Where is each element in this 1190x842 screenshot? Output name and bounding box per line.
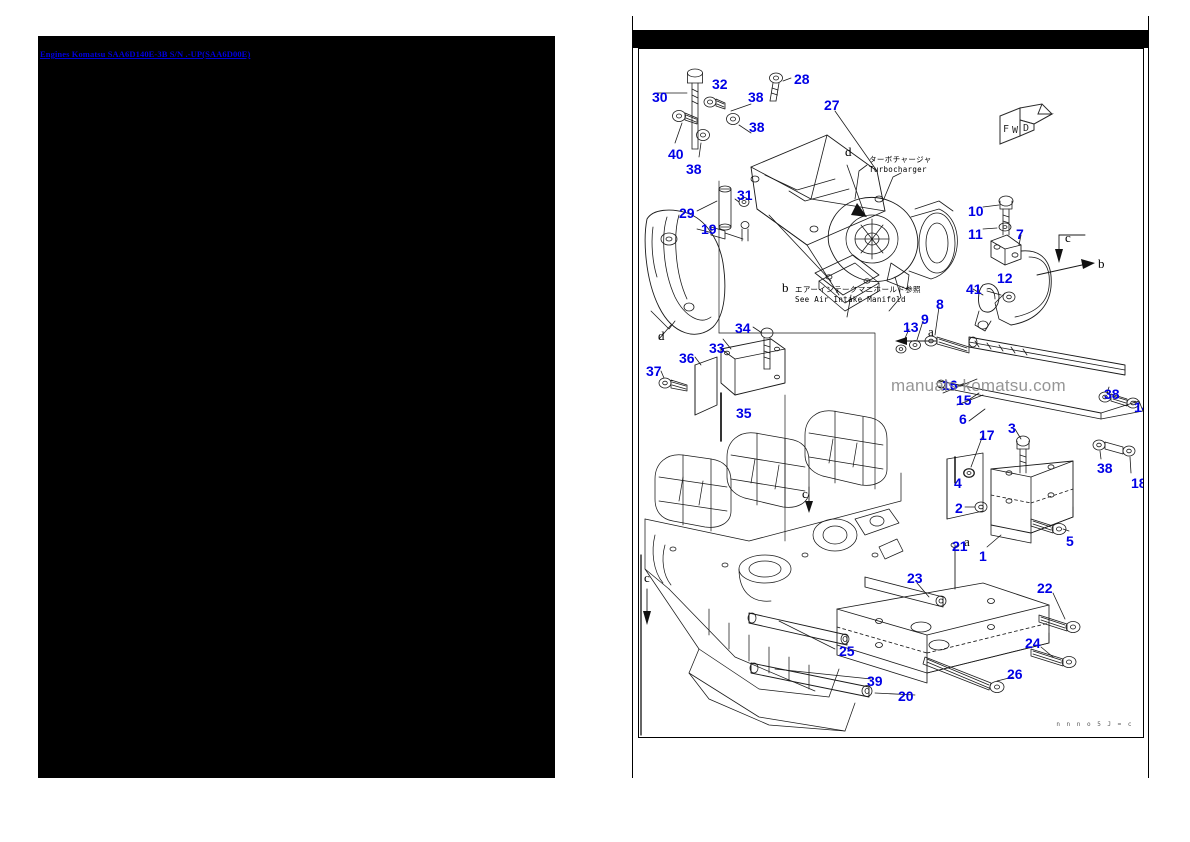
section-letter-c-plate: c (802, 486, 808, 501)
diagram-frame: F W D ターボチャージャ Turbocharger エアーインテークマニホー… (638, 48, 1144, 738)
label-air-intake-manifold-en: See Air Intake Manifold (795, 295, 906, 305)
callout-number: 2 (955, 500, 963, 516)
label-turbocharger: ターボチャージャ Turbocharger (869, 155, 932, 175)
callout-number: 30 (652, 89, 668, 105)
section-letter-d-top: d (845, 144, 852, 159)
svg-text:F: F (1003, 124, 1009, 135)
fwd-direction-icon: F W D (994, 102, 1056, 150)
callout-number: 24 (1025, 635, 1041, 651)
callout-number: 10 (968, 203, 984, 219)
callout-number: 38 (1104, 386, 1120, 402)
callout-number: 35 (736, 405, 752, 421)
callout-number: 38 (749, 119, 765, 135)
label-turbocharger-en: Turbocharger (869, 165, 927, 175)
callout-number: 37 (646, 363, 662, 379)
callout-number: 21 (952, 538, 968, 554)
callout-number: 16 (942, 377, 958, 393)
callout-number: 32 (712, 76, 728, 92)
callout-number: 15 (956, 392, 972, 408)
sheet-reference-code: n n n o 5 J = c (1056, 721, 1133, 728)
callout-number: 18 (1131, 475, 1143, 491)
svg-text:D: D (1023, 123, 1029, 134)
section-letter-b-left: b (782, 280, 789, 295)
callout-number: 22 (1037, 580, 1053, 596)
callout-number: 29 (679, 205, 695, 221)
svg-text:W: W (1012, 125, 1019, 136)
section-letter-a-mid: a (928, 324, 934, 339)
parts-diagram-page: F W D ターボチャージャ Turbocharger エアーインテークマニホー… (632, 16, 1149, 778)
callout-number: 26 (1007, 666, 1023, 682)
callout-number: 33 (709, 340, 725, 356)
label-turbocharger-jp: ターボチャージャ (869, 155, 932, 164)
callout-number: 40 (668, 146, 684, 162)
callout-number: 38 (686, 161, 702, 177)
section-letter-b-right: b (1098, 256, 1105, 271)
callout-number: 19 (701, 221, 717, 237)
callout-number: 34 (735, 320, 751, 336)
callout-number: 3 (1008, 420, 1016, 436)
section-letter-a-lower: a (964, 534, 970, 549)
callout-number: 41 (966, 281, 982, 297)
document-title-link[interactable]: Engines Komatsu SAA6D140E-3B S/N .-UP(SA… (40, 49, 251, 59)
callout-number: 27 (824, 97, 840, 113)
exploded-view-drawing (639, 49, 1143, 737)
label-air-intake-manifold-jp: エアーインテークマニホールド参照 (795, 285, 921, 294)
callout-number: 11 (968, 226, 983, 242)
callout-number: 39 (867, 673, 883, 689)
callout-number: 14 (1134, 399, 1143, 415)
callout-number: 1 (979, 548, 987, 564)
callout-number: 6 (959, 411, 967, 427)
callout-number: 4 (954, 475, 962, 491)
callout-number: 23 (907, 570, 923, 586)
callout-number: 5 (1066, 533, 1074, 549)
document-preview-pane (38, 36, 555, 778)
callout-number: 12 (997, 270, 1013, 286)
page-header-bar (633, 30, 1149, 48)
callout-number: 17 (979, 427, 995, 443)
section-letter-c-right: c (1065, 230, 1071, 245)
callout-number: 38 (1097, 460, 1113, 476)
callout-number: 7 (1016, 226, 1024, 242)
callout-number: 8 (936, 296, 944, 312)
callout-number: 28 (794, 71, 810, 87)
callout-number: 25 (839, 643, 855, 659)
callout-number: 31 (737, 187, 753, 203)
callout-number: 20 (898, 688, 914, 704)
callout-number: 38 (748, 89, 764, 105)
callout-number: 13 (903, 319, 919, 335)
callout-number: 9 (921, 311, 929, 327)
section-letter-c-bottom: c (644, 570, 650, 585)
label-air-intake-manifold: エアーインテークマニホールド参照 See Air Intake Manifold (795, 285, 921, 305)
callout-number: 36 (679, 350, 695, 366)
section-letter-d-left: d (658, 328, 665, 343)
